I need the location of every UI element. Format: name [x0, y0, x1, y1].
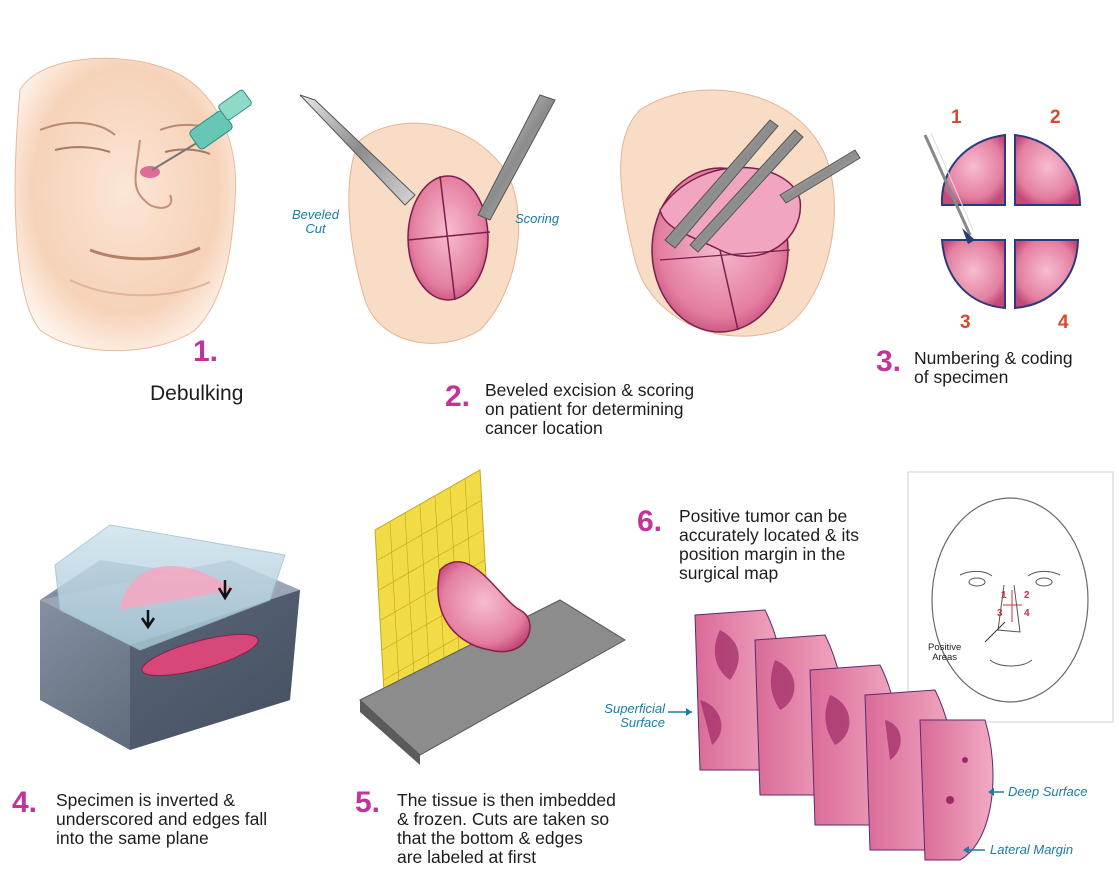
step-1-caption: Debulking	[150, 384, 243, 403]
quadrant-label-3: 3	[960, 312, 971, 334]
scoring-label: Scoring	[515, 212, 559, 226]
step-2-number: 2.	[445, 380, 470, 414]
map-number-4: 4	[1024, 608, 1030, 619]
superficial-surface-label: Superficial Surface	[585, 702, 665, 730]
debulking-face-illustration	[15, 58, 252, 350]
quadrant-label-1: 1	[951, 107, 962, 129]
quadrant-label-4: 4	[1058, 312, 1069, 334]
lateral-margin-label: Lateral Margin	[990, 843, 1073, 857]
step-3-caption: Numbering & coding of specimen	[914, 349, 1073, 387]
step-2-caption: Beveled excision & scoring on patient fo…	[485, 381, 694, 438]
map-number-3: 3	[997, 608, 1003, 619]
step-4-number: 4.	[12, 786, 37, 820]
step-5-number: 5.	[355, 786, 380, 820]
map-number-2: 2	[1024, 590, 1030, 601]
beveled-cut-label: Beveled Cut	[292, 208, 339, 236]
step-6-caption: Positive tumor can be accurately located…	[679, 507, 859, 583]
inverted-specimen-block	[40, 525, 300, 750]
step-6-number: 6.	[637, 505, 662, 539]
step-5-caption: The tissue is then imbedded & frozen. Cu…	[397, 791, 616, 867]
deep-surface-label: Deep Surface	[1008, 785, 1088, 799]
tissue-removal-illustration	[621, 90, 860, 336]
positive-areas-label: Positive Areas	[928, 643, 961, 663]
step-1-number: 1.	[193, 335, 218, 369]
quadrant-label-2: 2	[1050, 107, 1061, 129]
map-number-1: 1	[1001, 590, 1007, 601]
specimen-quadrants-illustration	[925, 133, 1080, 308]
step-3-number: 3.	[876, 345, 901, 379]
step-4-caption: Specimen is inverted & underscored and e…	[56, 791, 267, 848]
